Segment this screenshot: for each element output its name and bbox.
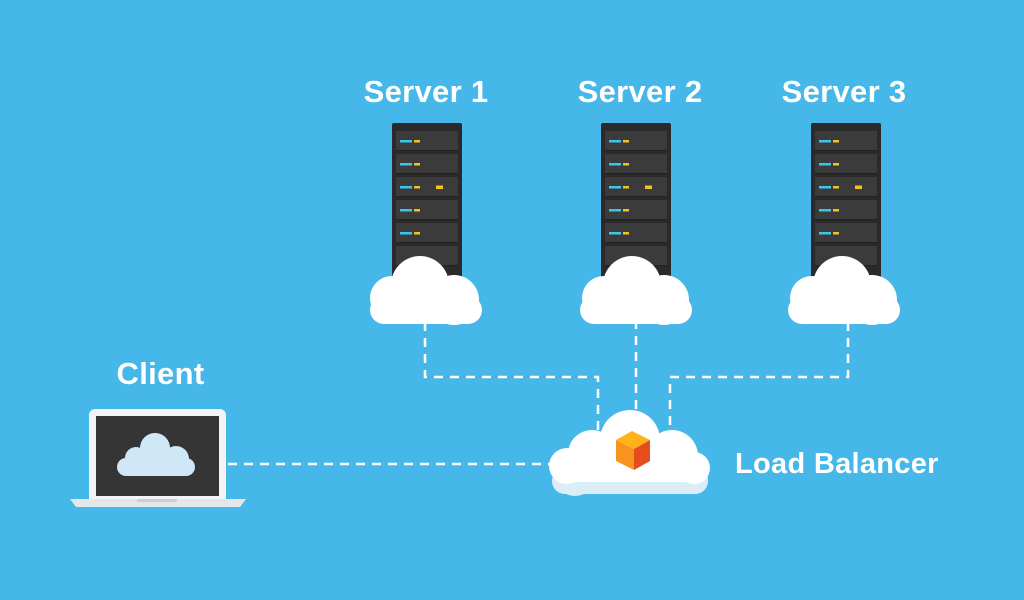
load-balancer-cube-icon	[616, 431, 650, 470]
connector-server-3	[668, 322, 850, 432]
server-3-cloud-icon	[788, 256, 900, 325]
server-2-rack-icon	[601, 123, 671, 280]
server-1-rack-icon	[392, 123, 462, 280]
server-3-label: Server 3	[781, 74, 907, 109]
server-1-cloud-icon	[370, 256, 482, 325]
server-2-cloud-icon	[580, 256, 692, 325]
server-racks	[392, 123, 881, 280]
load-balancer-label: Load Balancer	[735, 448, 939, 480]
server-2-label: Server 2	[577, 74, 703, 109]
client-laptop-icon	[70, 409, 246, 507]
server-1-label: Server 1	[363, 74, 489, 109]
client-cloud-icon	[117, 433, 195, 476]
server-3-rack-icon	[811, 123, 881, 280]
client-label: Client	[116, 356, 205, 391]
connector-lines	[228, 320, 850, 466]
